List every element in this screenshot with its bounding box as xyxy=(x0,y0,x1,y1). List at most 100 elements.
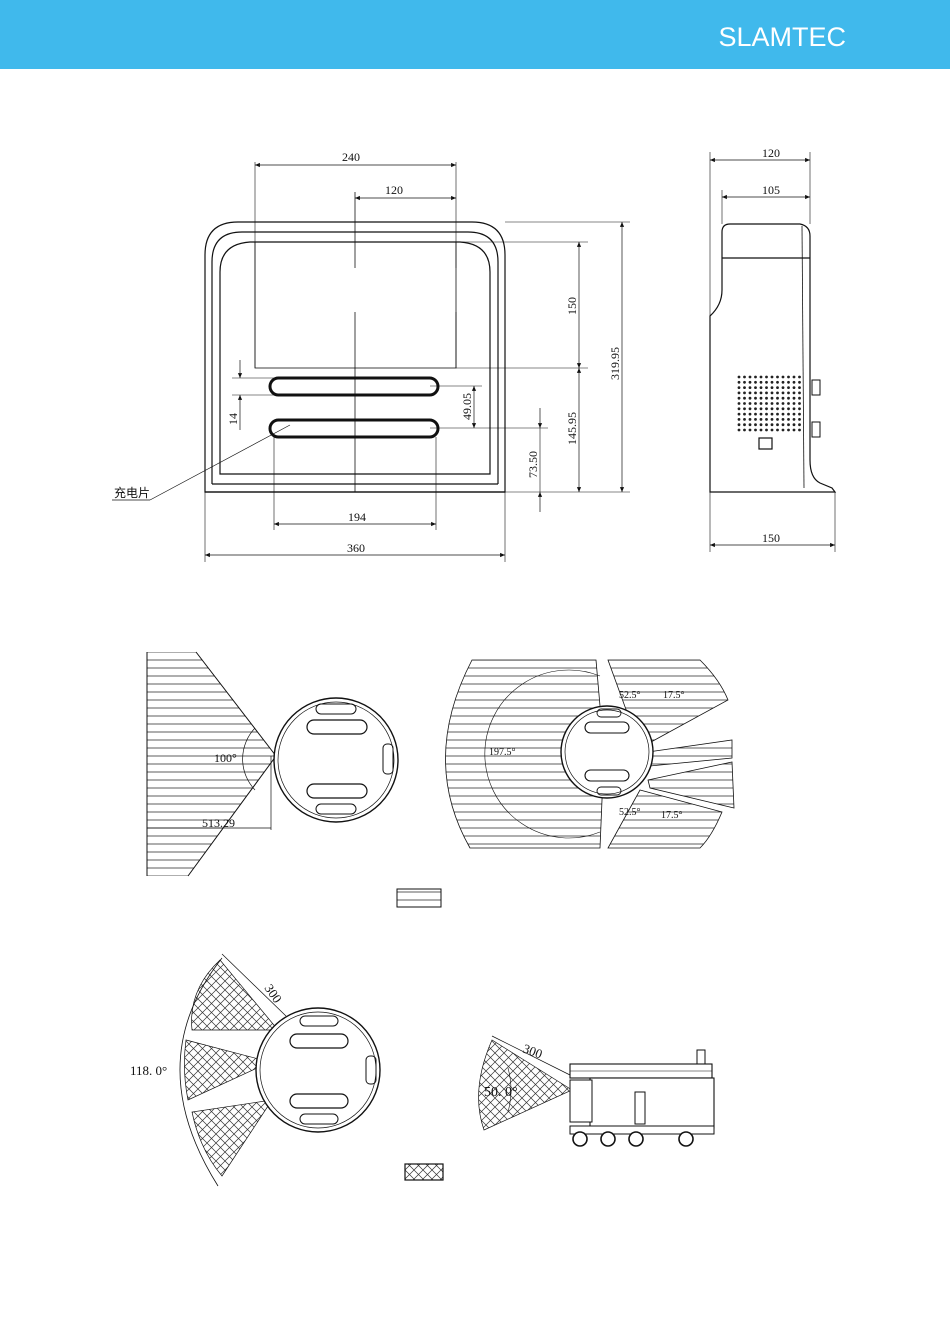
grille-hole xyxy=(743,407,746,410)
grille-hole xyxy=(787,429,790,432)
grille-hole xyxy=(765,429,768,432)
grille-hole xyxy=(798,418,801,421)
grille-hole xyxy=(793,386,796,389)
grille-hole xyxy=(749,413,752,416)
grille-hole xyxy=(765,423,768,426)
grille-hole xyxy=(738,397,741,400)
grille-hole xyxy=(765,386,768,389)
grille-hole xyxy=(738,376,741,379)
grille-hole xyxy=(760,381,763,384)
lidar-lower-small-angle: 17.5° xyxy=(661,810,683,821)
lidar-upper-angle: 52.5° xyxy=(619,690,641,701)
grille-hole xyxy=(738,407,741,410)
depth-side-angle: 50. 0° xyxy=(484,1085,518,1100)
grille-hole xyxy=(743,413,746,416)
grille-hole xyxy=(749,381,752,384)
grille-hole xyxy=(749,392,752,395)
dim-depth-upper: 105 xyxy=(762,183,780,197)
grille-hole xyxy=(754,397,757,400)
grille-hole xyxy=(754,381,757,384)
grille-hole xyxy=(798,413,801,416)
grille-hole xyxy=(793,376,796,379)
grille-hole xyxy=(738,413,741,416)
grille-hole xyxy=(793,392,796,395)
grille-hole xyxy=(793,418,796,421)
grille-hole xyxy=(754,413,757,416)
grille-hole xyxy=(749,402,752,405)
grille-hole xyxy=(771,413,774,416)
grille-hole xyxy=(776,407,779,410)
dim-contact-height: 73.50 xyxy=(526,451,540,478)
grille-hole xyxy=(782,397,785,400)
dim-height-screen: 150 xyxy=(565,297,579,315)
grille-hole xyxy=(771,397,774,400)
grille-hole xyxy=(776,392,779,395)
grille-hole xyxy=(738,423,741,426)
grille-hole xyxy=(793,397,796,400)
grille-hole xyxy=(782,423,785,426)
grille-hole xyxy=(771,418,774,421)
speaker-grille xyxy=(738,376,801,432)
grille-hole xyxy=(787,386,790,389)
dim-slot-width: 194 xyxy=(348,510,366,524)
grille-hole xyxy=(760,402,763,405)
grille-hole xyxy=(738,392,741,395)
grille-hole xyxy=(765,402,768,405)
grille-hole xyxy=(754,392,757,395)
depth-top-range: 300 xyxy=(262,981,285,1006)
grille-hole xyxy=(743,402,746,405)
legend-crosshatch-swatch xyxy=(405,1164,443,1180)
grille-hole xyxy=(738,386,741,389)
grille-hole xyxy=(776,386,779,389)
grille-hole xyxy=(771,429,774,432)
grille-hole xyxy=(749,418,752,421)
grille-hole xyxy=(776,429,779,432)
grille-hole xyxy=(782,376,785,379)
grille-hole xyxy=(738,381,741,384)
grille-hole xyxy=(798,402,801,405)
dim-slot-spacing: 49.05 xyxy=(460,393,474,420)
grille-hole xyxy=(771,381,774,384)
grille-hole xyxy=(798,381,801,384)
front-view xyxy=(112,162,630,562)
grille-hole xyxy=(787,397,790,400)
grille-hole xyxy=(798,392,801,395)
legend-hatch-swatch xyxy=(397,889,441,907)
grille-hole xyxy=(787,402,790,405)
grille-hole xyxy=(787,392,790,395)
grille-hole xyxy=(798,429,801,432)
grille-hole xyxy=(782,392,785,395)
grille-hole xyxy=(771,376,774,379)
grille-hole xyxy=(743,376,746,379)
dim-height-total: 319.95 xyxy=(608,347,622,380)
grille-hole xyxy=(749,429,752,432)
charging-contact-label: 充电片 xyxy=(114,485,150,500)
grille-hole xyxy=(743,423,746,426)
lidar-rear-angle: 197.5° xyxy=(489,747,516,758)
grille-hole xyxy=(749,407,752,410)
grille-hole xyxy=(765,397,768,400)
grille-hole xyxy=(738,418,741,421)
grille-hole xyxy=(776,381,779,384)
grille-hole xyxy=(754,376,757,379)
grille-hole xyxy=(738,429,741,432)
grille-hole xyxy=(760,418,763,421)
grille-hole xyxy=(782,418,785,421)
grille-hole xyxy=(760,407,763,410)
grille-hole xyxy=(798,397,801,400)
grille-hole xyxy=(776,423,779,426)
grille-hole xyxy=(760,392,763,395)
grille-hole xyxy=(771,402,774,405)
grille-hole xyxy=(793,381,796,384)
grille-hole xyxy=(754,429,757,432)
grille-hole xyxy=(743,429,746,432)
grille-hole xyxy=(793,413,796,416)
grille-hole xyxy=(765,381,768,384)
dim-base-width: 360 xyxy=(347,541,365,555)
grille-hole xyxy=(754,386,757,389)
lidar-lower-angle: 52.5° xyxy=(619,807,641,818)
grille-hole xyxy=(793,429,796,432)
grille-hole xyxy=(743,418,746,421)
grille-hole xyxy=(754,423,757,426)
